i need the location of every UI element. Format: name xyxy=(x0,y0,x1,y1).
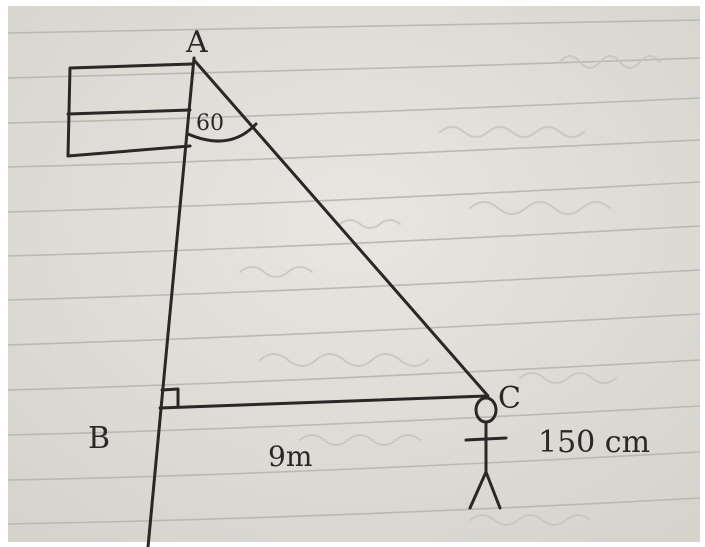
person-height-label: 150 cm xyxy=(538,425,650,460)
line-ac xyxy=(192,58,490,398)
tower-box xyxy=(66,62,194,158)
vertex-label-c: C xyxy=(498,381,521,416)
angle-label-a: 60 xyxy=(196,111,224,136)
bleed-through-writing xyxy=(239,55,661,526)
vertex-label-a: A xyxy=(185,25,208,60)
right-angle-mark xyxy=(160,387,180,409)
pole-line-ab xyxy=(146,56,196,547)
distance-label-bc: 9m xyxy=(268,440,312,473)
paper-background xyxy=(8,6,700,542)
line-bc xyxy=(158,394,488,410)
angle-arc-a xyxy=(186,122,258,143)
geometry-figure xyxy=(66,56,508,547)
vertex-label-b: B xyxy=(88,421,110,456)
person-figure xyxy=(464,396,508,510)
